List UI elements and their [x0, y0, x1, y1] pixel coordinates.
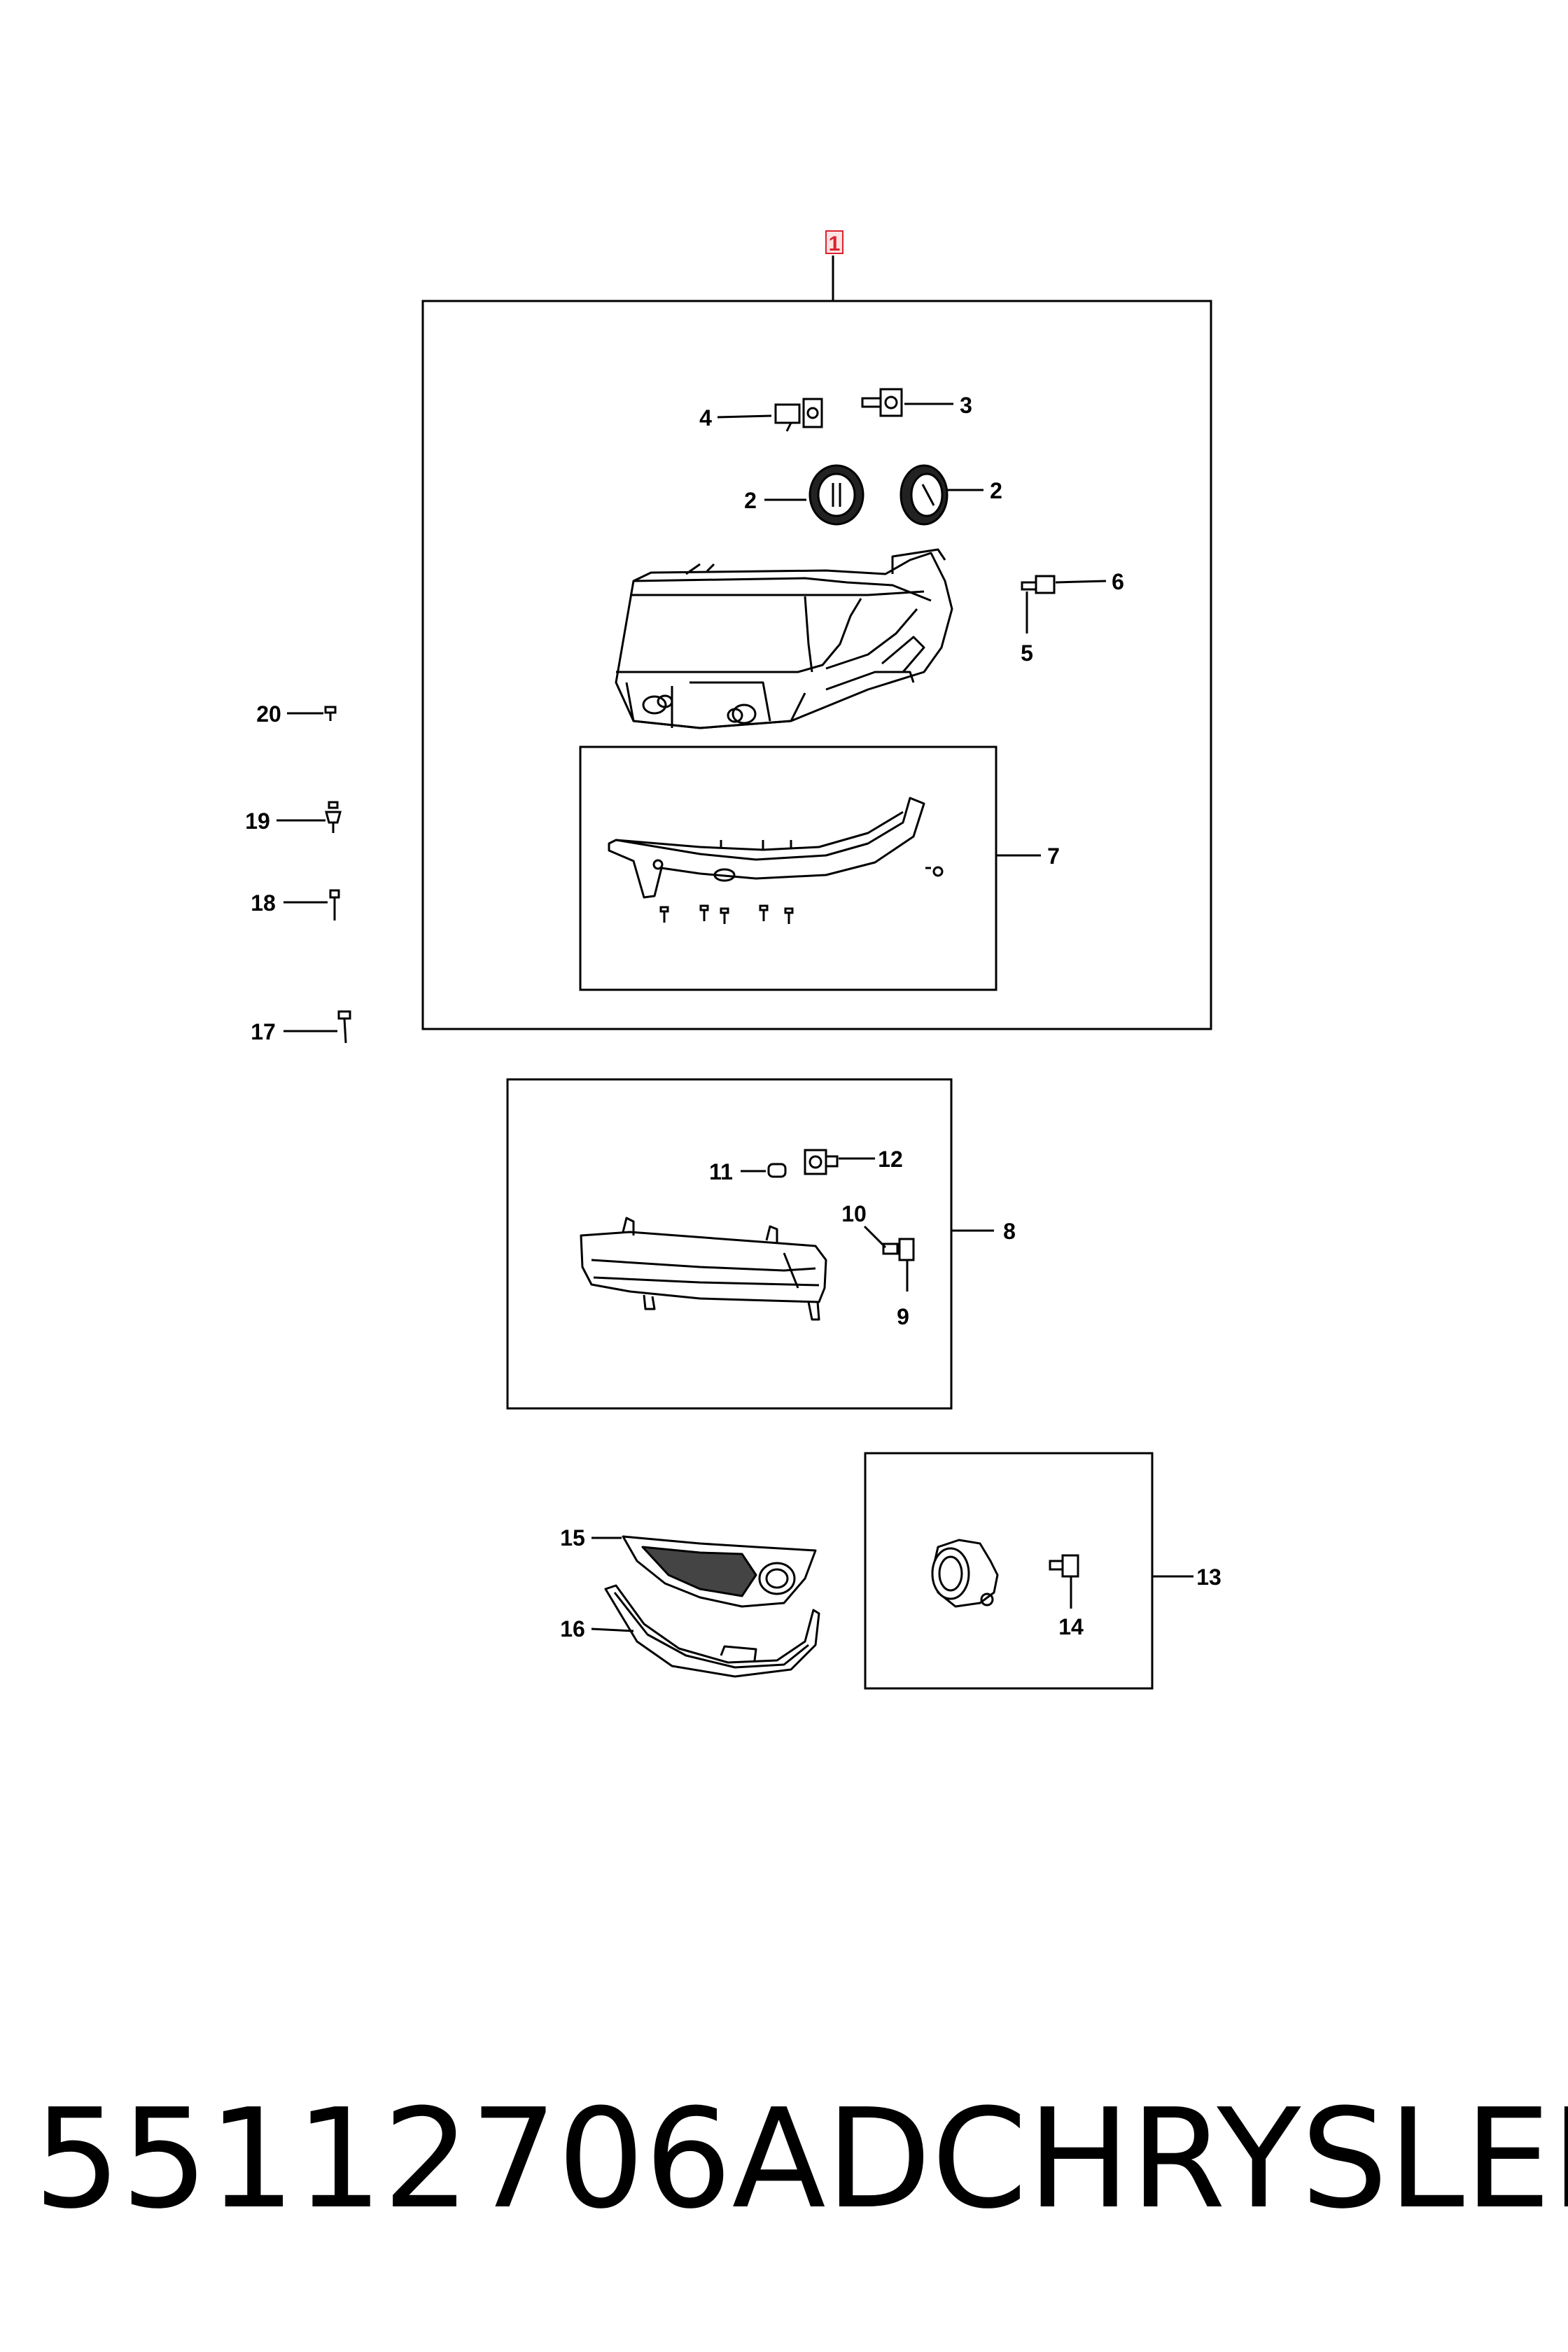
callout-13[interactable]: 13 [1196, 1564, 1222, 1590]
callout-12[interactable]: 12 [878, 1147, 903, 1172]
callout-17[interactable]: 17 [251, 1019, 276, 1044]
fastener-part-20[interactable] [324, 706, 337, 721]
bulb-part-3[interactable] [861, 388, 903, 417]
mounting-bracket-part[interactable] [608, 797, 944, 899]
dust-cap-part-2-right[interactable] [899, 464, 948, 526]
callout-19[interactable]: 19 [245, 808, 270, 834]
headlamp-assembly-box [421, 300, 1212, 1030]
fog-bezel-part-16[interactable] [604, 1584, 820, 1678]
callout-10[interactable]: 10 [841, 1201, 867, 1226]
callout-9[interactable]: 9 [897, 1304, 909, 1329]
callout-18[interactable]: 18 [251, 890, 276, 916]
callout-6[interactable]: 6 [1112, 569, 1124, 594]
fog-lamp-box [864, 1452, 1154, 1690]
callout-4[interactable]: 4 [699, 405, 712, 430]
callout-20[interactable]: 20 [256, 701, 281, 727]
part-number: 55112706AD [34, 2080, 932, 2239]
drl-lamp-part[interactable] [580, 1217, 827, 1321]
callout-14[interactable]: 14 [1058, 1614, 1084, 1639]
callout-1-highlight-box [825, 230, 844, 254]
fastener-part-19[interactable] [325, 801, 342, 833]
fog-grille-part-15[interactable] [622, 1535, 817, 1608]
callout-2-right[interactable]: 2 [990, 478, 1002, 503]
dust-cap-part-2-left[interactable] [808, 464, 864, 526]
callout-1[interactable]: 1 [829, 232, 841, 255]
bracket-screws [659, 904, 794, 924]
fog-lamp-part[interactable] [931, 1539, 999, 1608]
callout-11[interactable]: 11 [709, 1159, 733, 1184]
callout-8[interactable]: 8 [1003, 1219, 1016, 1244]
bulb-part-14[interactable] [1049, 1554, 1079, 1578]
callout-2-left[interactable]: 2 [744, 488, 757, 513]
bulb-part-11[interactable] [767, 1163, 787, 1178]
connector-part-10[interactable] [882, 1238, 915, 1261]
brand-name: CHRYSLER [931, 2080, 1568, 2239]
socket-part-12[interactable] [804, 1149, 839, 1175]
callout-5[interactable]: 5 [1021, 640, 1033, 666]
headlamp-part[interactable] [615, 548, 953, 729]
fastener-part-17[interactable] [337, 1010, 351, 1044]
callout-16[interactable]: 16 [560, 1616, 585, 1642]
callout-3[interactable]: 3 [960, 393, 972, 418]
callout-7[interactable]: 7 [1047, 844, 1060, 869]
fastener-part-18[interactable] [329, 889, 340, 920]
mounting-bracket-box [579, 746, 997, 991]
bulb-part-4[interactable] [774, 398, 823, 432]
bulb-part-6[interactable] [1021, 575, 1056, 594]
part-caption: 55112706AD CHRYSLER [34, 2080, 1568, 2239]
callout-15[interactable]: 15 [560, 1525, 585, 1550]
drl-assembly-box [506, 1078, 953, 1410]
